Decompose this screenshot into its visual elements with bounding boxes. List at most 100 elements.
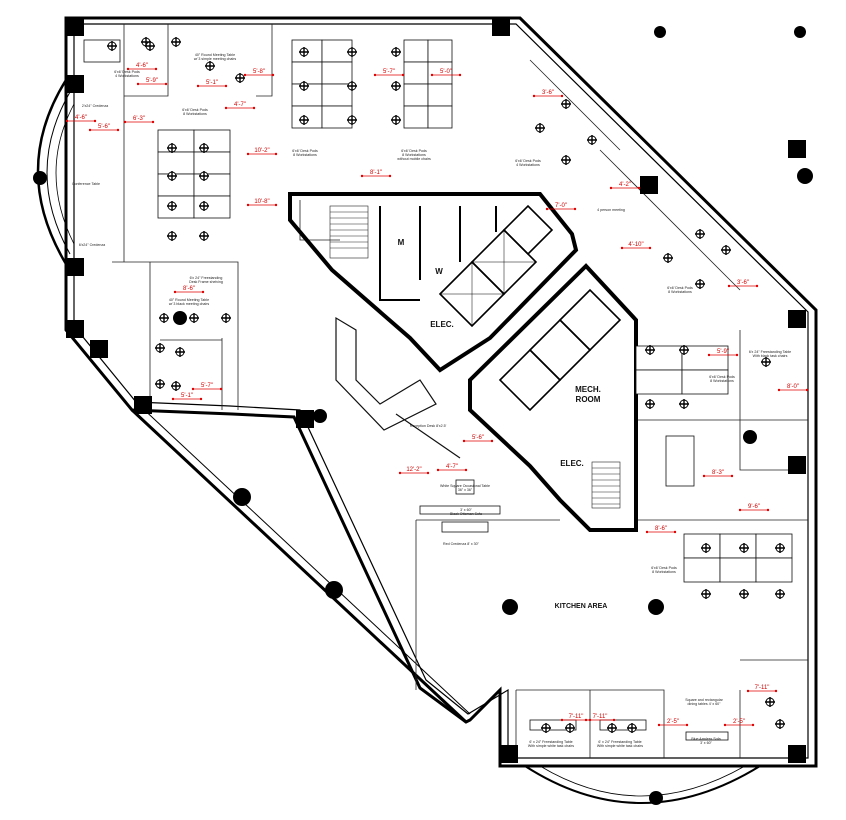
chair <box>189 313 199 323</box>
dimension-labels: 4'-6"5'-9"5'-1"5'-8"4'-7"5'-7"5'-0"4'-6"… <box>75 63 799 725</box>
column <box>788 310 806 328</box>
furniture-note: Black Ottoman Sofa <box>450 512 482 516</box>
desk <box>427 39 453 63</box>
chair <box>739 589 749 599</box>
chair <box>541 723 551 733</box>
chair <box>679 345 689 355</box>
desk <box>157 151 195 175</box>
dimension-label: 3'-6" <box>542 90 554 96</box>
furniture-note: Desk Frame shelving <box>189 280 223 284</box>
column <box>66 75 84 93</box>
column <box>640 176 658 194</box>
furniture-note: With simple white task chairs <box>528 744 574 748</box>
structural-columns <box>66 18 806 763</box>
round-table <box>325 581 343 599</box>
dimension-label: 4'-7" <box>446 464 458 470</box>
chair <box>701 543 711 553</box>
desk <box>403 39 429 63</box>
furniture-note: With simple white task chairs <box>597 744 643 748</box>
chair <box>347 47 357 57</box>
furniture-note: With black task chairs <box>753 354 788 358</box>
dimension-label: 10'-2" <box>254 148 269 154</box>
dimension-label: 7'-0" <box>555 203 567 209</box>
elevator-shafts-upper <box>438 204 554 328</box>
chair <box>205 61 215 71</box>
dimension-label: 5'-1" <box>206 80 218 86</box>
column <box>788 456 806 474</box>
furniture-note: 40" Round Meeting Table <box>195 53 235 57</box>
furniture-note: 40" Round Meeting Table <box>169 298 209 302</box>
desk <box>681 369 729 395</box>
stair-north <box>329 205 369 259</box>
dimension-label: 4'-2" <box>619 182 631 188</box>
chair <box>627 723 637 733</box>
dimension-label: 7'-11" <box>569 714 584 720</box>
column <box>66 18 84 36</box>
column <box>66 320 84 338</box>
chair <box>775 543 785 553</box>
furniture-note: 4 Workstations <box>115 74 139 78</box>
furniture-note: White Square Occasional Table <box>440 484 490 488</box>
furniture-note: 6' x 24" Freestanding Table <box>529 740 572 744</box>
desk <box>403 83 429 107</box>
furniture-note: 6'x6' Desk Pods <box>667 286 693 290</box>
desk <box>427 83 453 107</box>
furniture-note: 6'x6' Desk Pods <box>515 159 541 163</box>
chair <box>565 723 575 733</box>
chair <box>775 589 785 599</box>
column <box>134 396 152 414</box>
dimension-label: 5'-6" <box>98 124 110 130</box>
furniture-note: 6'x6' Desk Pods <box>401 149 427 153</box>
furniture-note: 8 Workstations <box>710 379 734 383</box>
round-table <box>743 430 757 444</box>
chair <box>199 231 209 241</box>
chair <box>739 543 749 553</box>
column <box>788 745 806 763</box>
chair <box>679 399 689 409</box>
furniture-note: w/ 3 simple meeting chairs <box>194 57 237 61</box>
chair <box>391 81 401 91</box>
dimension-label: 12'-2" <box>406 467 421 473</box>
furniture-note: 8 Workstations <box>183 112 207 116</box>
desk <box>719 533 757 559</box>
furniture-note: 6'x24" Credenza <box>79 243 105 247</box>
room-label-m: M <box>398 238 405 247</box>
desk <box>635 345 683 371</box>
chair <box>645 345 655 355</box>
desk <box>665 435 695 487</box>
dimension-label: 5'-6" <box>472 435 484 441</box>
round-table <box>502 599 518 615</box>
desk <box>755 557 793 583</box>
chair <box>695 229 705 239</box>
column <box>500 745 518 763</box>
chair <box>171 37 181 47</box>
dimension-label: 3'-6" <box>737 280 749 286</box>
interior-partitions <box>112 24 808 758</box>
round-table <box>649 791 663 805</box>
workstation-pods <box>83 37 793 741</box>
desk <box>419 505 501 515</box>
reception-desk <box>335 316 461 459</box>
chair <box>299 81 309 91</box>
chair <box>695 279 705 289</box>
round-table <box>797 168 813 184</box>
desk <box>291 61 323 85</box>
furniture-note: dining tables 4' x 60" <box>688 702 722 706</box>
diagonal-southwest-wall <box>130 403 471 724</box>
dimension-label: 7'-11" <box>755 685 770 691</box>
desk <box>321 61 353 85</box>
column <box>90 340 108 358</box>
south-bay <box>524 765 761 804</box>
desk <box>403 105 429 129</box>
chair <box>299 115 309 125</box>
desk <box>455 479 475 495</box>
chair <box>347 81 357 91</box>
lower-core <box>468 263 638 532</box>
furniture-note: without mobile chairs <box>397 157 431 161</box>
dimension-label: 8'-6" <box>183 286 195 292</box>
building-core <box>288 192 579 373</box>
column <box>492 18 510 36</box>
furniture-note: 8 Workstations <box>668 290 692 294</box>
